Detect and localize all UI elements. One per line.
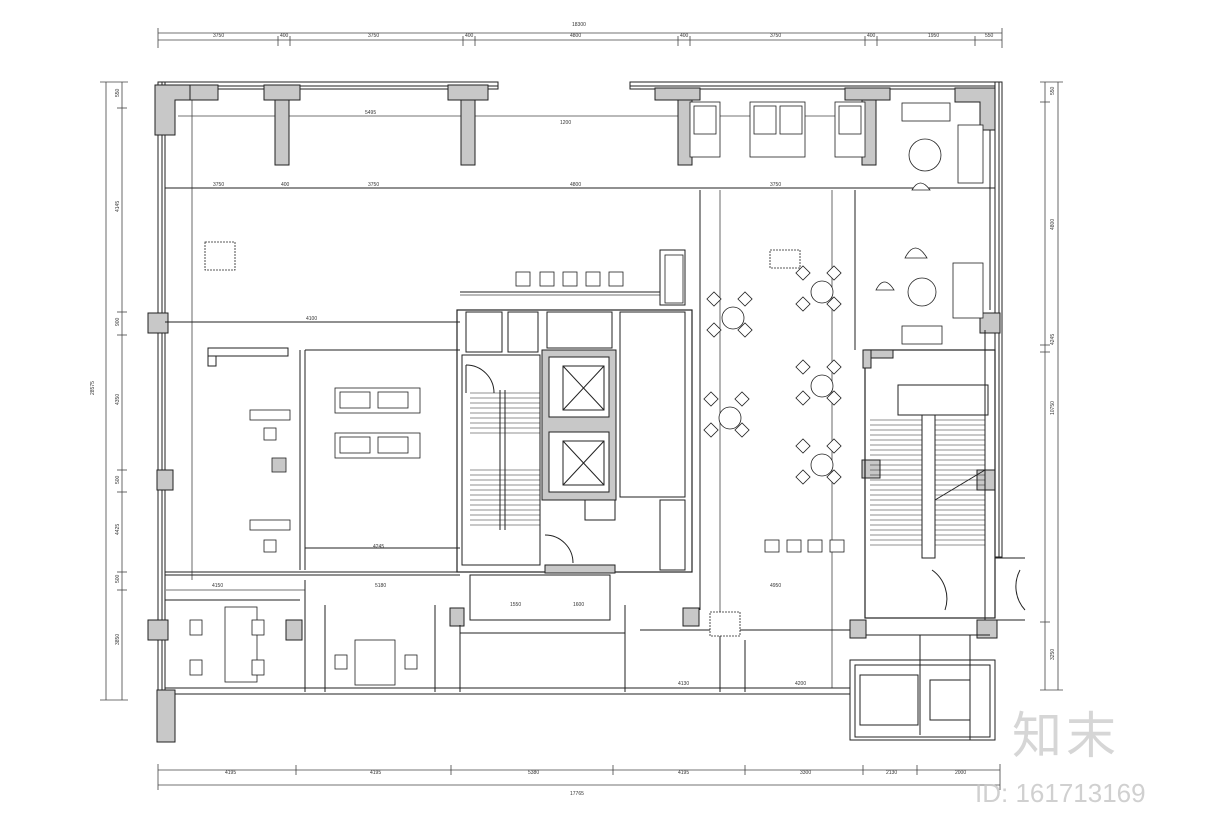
furniture — [189, 101, 984, 686]
top-dim-9: 1950 — [928, 33, 939, 39]
left-dim-6: 4425 — [115, 524, 121, 535]
cafe-table-group — [795, 359, 842, 406]
top-dim-6: 400 — [680, 33, 689, 39]
inner-label-3: 3750 — [368, 182, 379, 188]
cafe-table-group — [706, 291, 753, 338]
bottom-dim-7: 2000 — [955, 770, 966, 776]
bottom-overall-dimension: 17765 — [570, 791, 584, 797]
top-dim-3: 3750 — [368, 33, 379, 39]
left-dim-4: 4350 — [115, 394, 121, 405]
inner-label-11: 4245 — [373, 544, 384, 550]
bottom-dim-4: 4195 — [678, 770, 689, 776]
right-dim-4: 10750 — [1050, 401, 1056, 415]
inner-label-4: 4800 — [570, 182, 581, 188]
right-dim-1: 550 — [1050, 86, 1056, 95]
left-dim-7: 500 — [115, 574, 121, 583]
top-dim-7: 3750 — [770, 33, 781, 39]
inner-label-15: 4200 — [795, 681, 806, 687]
inner-label-16: 1200 — [560, 120, 571, 126]
bottom-dim-2: 4195 — [370, 770, 381, 776]
inner-label-1: 3750 — [213, 182, 224, 188]
bottom-dim-1: 4195 — [225, 770, 236, 776]
bottom-dim-3: 5380 — [528, 770, 539, 776]
inner-label-2: 400 — [281, 182, 290, 188]
inner-label-5: 3750 — [770, 182, 781, 188]
bottom-dim-5: 3300 — [800, 770, 811, 776]
inner-label-14: 1600 — [573, 602, 584, 608]
right-dim-5: 3250 — [1050, 649, 1056, 660]
top-dim-8: 400 — [867, 33, 876, 39]
left-overall-dimension: 28575 — [90, 381, 96, 395]
cafe-table-group — [703, 391, 750, 438]
right-dim-2: 4800 — [1050, 219, 1056, 230]
inner-label-13: 1550 — [510, 602, 521, 608]
top-dim-1: 3750 — [213, 33, 224, 39]
watermark-id: ID: 161713169 — [975, 778, 1146, 808]
bottom-dim-6: 2130 — [886, 770, 897, 776]
left-dim-8: 3850 — [115, 634, 121, 645]
watermark-logo: 知末 — [1012, 707, 1120, 765]
right-dim-3: 4245 — [1050, 334, 1056, 345]
cafe-table-group — [795, 438, 842, 485]
inner-label-9: 4950 — [770, 583, 781, 589]
top-dim-2: 400 — [280, 33, 289, 39]
interior-walls — [165, 130, 1026, 740]
left-dim-5: 500 — [115, 475, 121, 484]
top-dim-5: 4800 — [570, 33, 581, 39]
inner-label-10: 4100 — [306, 316, 317, 322]
inner-label-7: 4150 — [212, 583, 223, 589]
top-overall-dimension: 18300 — [572, 22, 586, 28]
top-dim-4: 400 — [465, 33, 474, 39]
left-dim-2: 4145 — [115, 201, 121, 212]
top-dim-10: 550 — [985, 33, 994, 39]
cafe-table-group — [795, 265, 842, 312]
dimension-labels: 18300 3750 400 3750 400 4800 400 3750 40… — [90, 22, 1056, 797]
left-dim-1: 550 — [115, 88, 121, 97]
inner-label-6: 5495 — [365, 110, 376, 116]
left-dim-3: 900 — [115, 317, 121, 326]
inner-label-12: 4130 — [678, 681, 689, 687]
inner-label-8: 5180 — [375, 583, 386, 589]
